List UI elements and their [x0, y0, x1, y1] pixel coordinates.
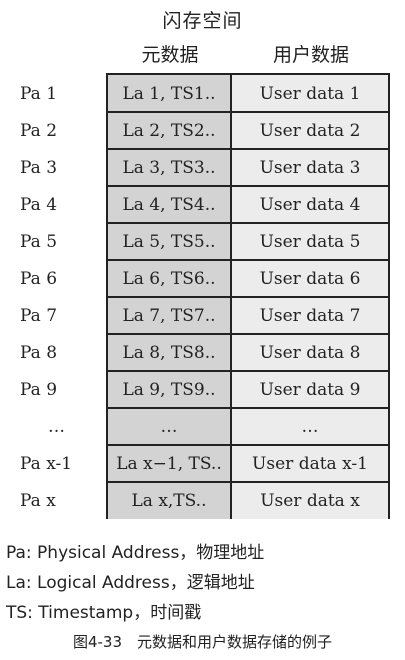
metadata-cell: La 3, TS3.. [108, 149, 232, 186]
table-row: …… [108, 408, 388, 445]
metadata-cell: La 7, TS7.. [108, 297, 232, 334]
physical-address-text: Pa 6 [20, 268, 58, 289]
userdata-cell: User data x-1 [232, 445, 388, 482]
flash-space-title: 闪存空间 [162, 10, 243, 32]
row-divider [108, 370, 388, 372]
row-divider [108, 148, 388, 150]
row-divider [108, 481, 388, 483]
physical-address-label: Pa 9 [20, 371, 106, 408]
metadata-cell: La 5, TS5.. [108, 223, 232, 260]
metadata-cell: … [108, 408, 232, 445]
physical-address-label: Pa x-1 [20, 445, 106, 482]
row-divider [108, 444, 388, 446]
row-divider [108, 222, 388, 224]
physical-address-text: Pa 7 [20, 305, 58, 326]
userdata-cell: User data 9 [232, 371, 388, 408]
userdata-cell: User data 6 [232, 260, 388, 297]
physical-address-label: Pa 1 [20, 75, 106, 112]
legend-pa: Pa: Physical Address，物理地址 [6, 543, 265, 563]
row-divider [108, 259, 388, 261]
userdata-cell: User data 1 [232, 75, 388, 112]
metadata-cell: La 6, TS6.. [108, 260, 232, 297]
userdata-cell: User data 7 [232, 297, 388, 334]
row-divider [108, 185, 388, 187]
physical-address-text: Pa 5 [20, 231, 58, 252]
metadata-column-header: 元数据 [141, 44, 199, 66]
table-row: La 8, TS8..User data 8 [108, 334, 388, 371]
table-row: La 3, TS3..User data 3 [108, 149, 388, 186]
metadata-cell: La 1, TS1.. [108, 75, 232, 112]
userdata-cell: User data x [232, 482, 388, 519]
physical-address-text: … [48, 416, 65, 437]
userdata-cell: … [232, 408, 388, 445]
metadata-cell: La 4, TS4.. [108, 186, 232, 223]
physical-address-label: Pa 3 [20, 149, 106, 186]
row-divider [108, 111, 388, 113]
table-row: La 7, TS7..User data 7 [108, 297, 388, 334]
table-row: La 5, TS5..User data 5 [108, 223, 388, 260]
physical-address-label: Pa 2 [20, 112, 106, 149]
physical-address-text: Pa 8 [20, 342, 58, 363]
table-row: La 4, TS4..User data 4 [108, 186, 388, 223]
physical-address-text: Pa 9 [20, 379, 58, 400]
metadata-cell: La x,TS.. [108, 482, 232, 519]
metadata-cell: La x−1, TS.. [108, 445, 232, 482]
physical-address-label: Pa 8 [20, 334, 106, 371]
userdata-cell: User data 4 [232, 186, 388, 223]
metadata-cell: La 2, TS2.. [108, 112, 232, 149]
physical-address-text: Pa x-1 [20, 453, 73, 474]
row-divider [108, 333, 388, 335]
table-row: La 1, TS1..User data 1 [108, 75, 388, 112]
physical-address-label: Pa x [20, 482, 106, 519]
metadata-cell: La 9, TS9.. [108, 371, 232, 408]
physical-address-label: Pa 4 [20, 186, 106, 223]
userdata-column-header: 用户数据 [272, 44, 349, 66]
physical-address-text: Pa x [20, 490, 56, 511]
physical-address-label: Pa 6 [20, 260, 106, 297]
physical-address-text: Pa 1 [20, 83, 58, 104]
legend-ts: TS: Timestamp，时间戳 [6, 603, 202, 623]
row-divider [108, 296, 388, 298]
legend-la: La: Logical Address，逻辑地址 [6, 573, 255, 593]
row-divider [108, 407, 388, 409]
physical-address-label: Pa 7 [20, 297, 106, 334]
physical-address-text: Pa 4 [20, 194, 58, 215]
table-row: La 9, TS9..User data 9 [108, 371, 388, 408]
table-row: La 6, TS6..User data 6 [108, 260, 388, 297]
physical-address-text: Pa 3 [20, 157, 58, 178]
userdata-cell: User data 3 [232, 149, 388, 186]
physical-address-label: Pa 5 [20, 223, 106, 260]
metadata-cell: La 8, TS8.. [108, 334, 232, 371]
userdata-cell: User data 2 [232, 112, 388, 149]
table-row: La x−1, TS..User data x-1 [108, 445, 388, 482]
physical-address-label: … [48, 408, 134, 445]
table-row: La 2, TS2..User data 2 [108, 112, 388, 149]
userdata-cell: User data 8 [232, 334, 388, 371]
figure-caption: 图4-33 元数据和用户数据存储的例子 [72, 633, 333, 651]
table-row: La x,TS..User data x [108, 482, 388, 519]
userdata-cell: User data 5 [232, 223, 388, 260]
physical-address-text: Pa 2 [20, 120, 58, 141]
